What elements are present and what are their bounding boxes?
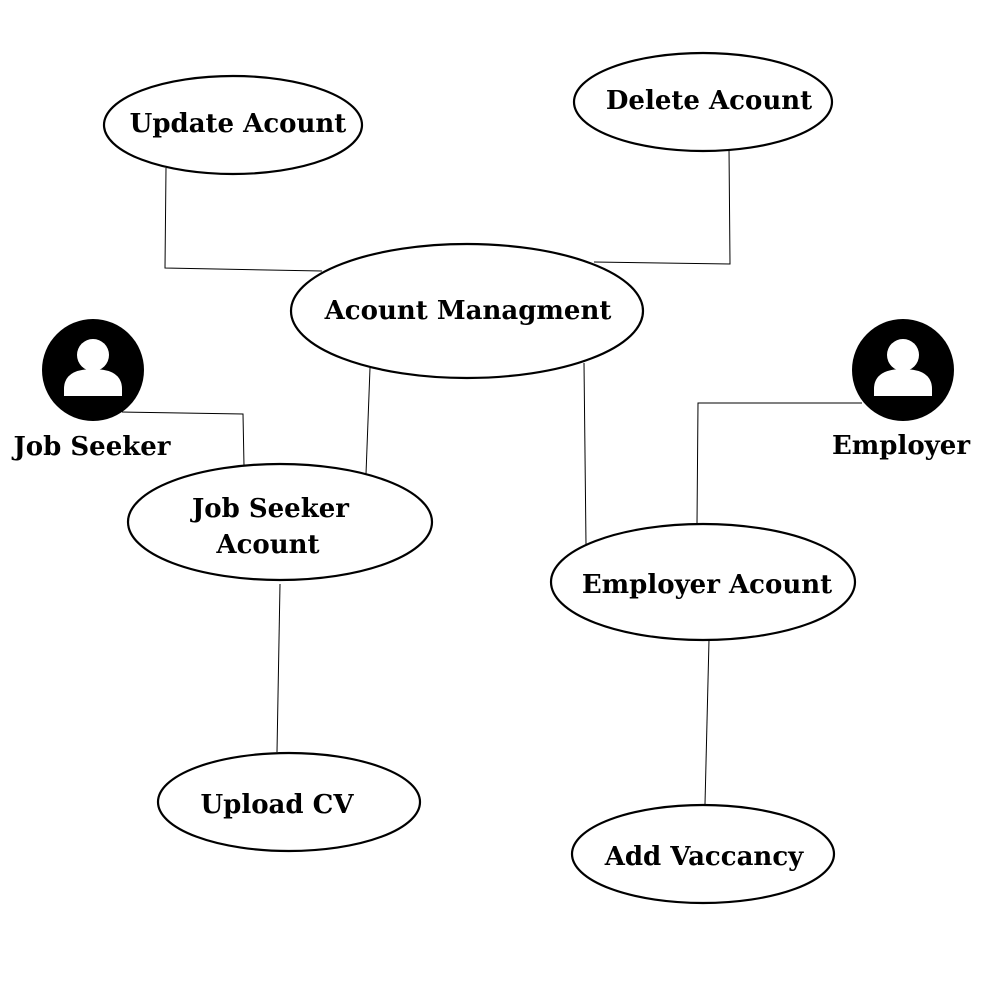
connector-employer-account-to-add-vacancy [704,639,710,805]
connector-delete-to-management [593,147,731,265]
connector-update-to-management [164,167,323,272]
connector-management-to-jobseeker-account [365,367,371,475]
use-case-label-line-1: Job Seeker [190,494,349,524]
use-case-label: Job Seeker Acount [190,494,358,560]
use-case-label: Add Vaccancy [604,842,804,872]
use-case-label: Delete Acount [606,86,812,116]
use-case-add-vacancy[interactable]: Add Vaccancy [570,803,836,905]
use-case-job-seeker-account[interactable]: Job Seeker Acount [126,462,434,582]
use-case-employer-account[interactable]: Employer Acount [549,522,857,642]
use-case-upload-cv[interactable]: Upload CV [156,751,422,853]
connector-jobseeker-account-to-upload-cv [276,583,281,753]
user-icon [852,319,954,421]
use-case-update-account[interactable]: Update Acount [102,74,364,176]
use-case-label: Acount Managment [324,296,612,326]
actor-label: Job Seeker [12,432,171,462]
use-case-delete-account[interactable]: Delete Acount [572,51,834,153]
connector-employer-actor-to-account [696,402,862,525]
user-icon [42,319,144,421]
actor-job-seeker[interactable]: Job Seeker [12,319,171,462]
use-case-label: Update Acount [130,109,347,139]
use-case-label: Upload CV [200,790,354,820]
connector-jobseeker-actor-to-account [121,411,245,467]
connector-management-to-employer-account [583,362,587,546]
use-case-label: Employer Acount [582,570,832,600]
actor-label: Employer [832,431,970,461]
use-case-label-line-2: Acount [215,530,319,560]
actor-employer[interactable]: Employer [832,319,970,461]
use-case-account-management[interactable]: Acount Managment [289,242,645,380]
connectors [121,147,862,805]
